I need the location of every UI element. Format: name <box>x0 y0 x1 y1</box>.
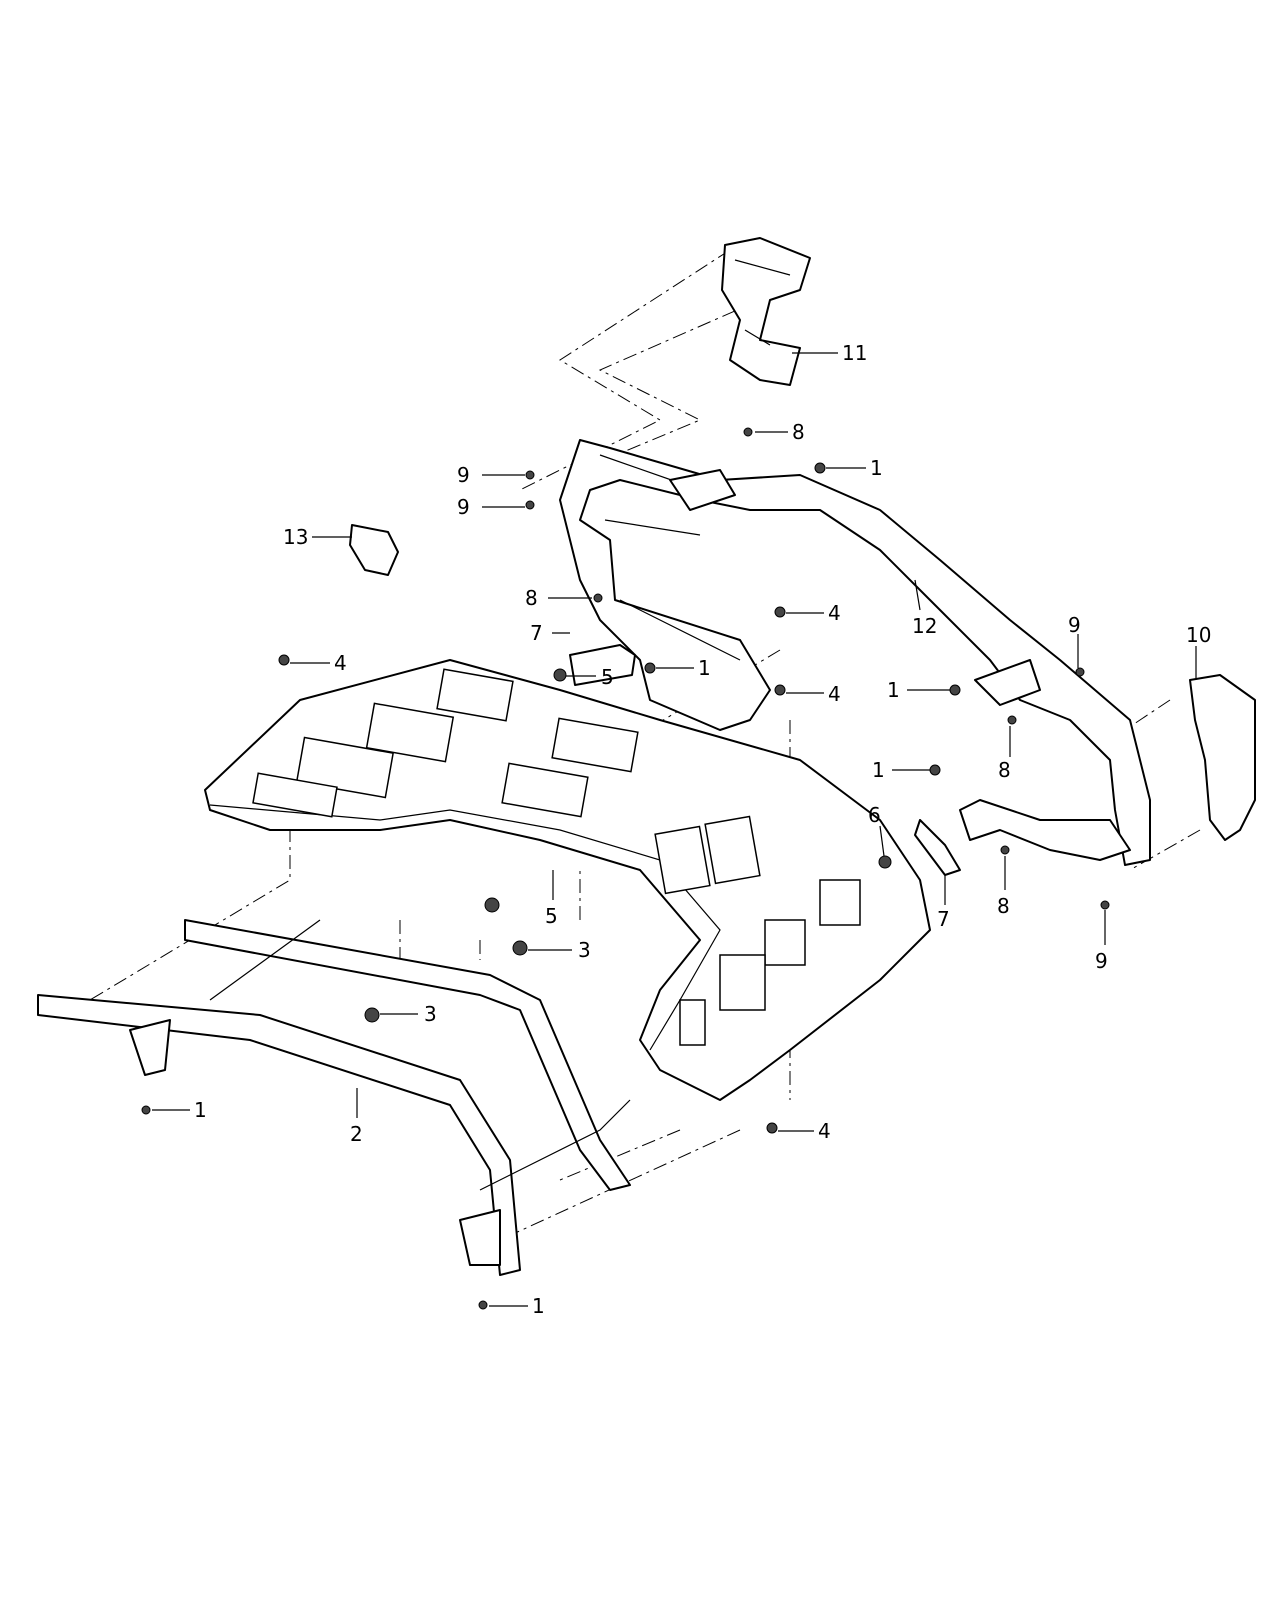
callouts: 11 8 1 9 9 13 12 8 4 7 1 4 5 10 9 4 1 8 … <box>152 341 1211 1318</box>
callout-9: 9 <box>457 463 470 487</box>
part-12-grab-handle <box>559 439 1151 866</box>
callout-1: 1 <box>532 1294 545 1318</box>
callout-8: 8 <box>997 894 1010 918</box>
callout-4: 4 <box>818 1119 831 1143</box>
callout-1: 1 <box>194 1098 207 1122</box>
part-bracket-lower <box>959 799 1131 861</box>
callout-1: 1 <box>872 758 885 782</box>
callout-7: 7 <box>937 907 950 931</box>
callout-9: 9 <box>1068 613 1081 637</box>
callout-2: 2 <box>350 1122 363 1146</box>
part-10-end-cap <box>1189 674 1256 841</box>
part-13-cap <box>349 524 399 576</box>
part-2-frame <box>37 919 631 1276</box>
part-11-bracket <box>721 237 811 386</box>
callout-8: 8 <box>998 758 1011 782</box>
callout-1: 1 <box>870 456 883 480</box>
callout-11: 11 <box>842 341 867 365</box>
callout-1: 1 <box>887 678 900 702</box>
callout-3: 3 <box>578 938 591 962</box>
callout-4: 4 <box>828 682 841 706</box>
callout-4: 4 <box>828 601 841 625</box>
callout-9: 9 <box>457 495 470 519</box>
callout-10: 10 <box>1186 623 1211 647</box>
hardware <box>141 427 1110 1310</box>
callout-9: 9 <box>1095 949 1108 973</box>
callout-1: 1 <box>698 656 711 680</box>
callout-7: 7 <box>530 621 543 645</box>
callout-8: 8 <box>525 586 538 610</box>
callout-13: 13 <box>283 525 308 549</box>
callout-5: 5 <box>601 665 614 689</box>
part-7-pad <box>569 644 961 876</box>
cargo-rack <box>204 659 931 1101</box>
callout-12: 12 <box>912 614 937 638</box>
callout-4: 4 <box>334 651 347 675</box>
callout-3: 3 <box>424 1002 437 1026</box>
callout-5: 5 <box>545 904 558 928</box>
callout-8: 8 <box>792 420 805 444</box>
callout-6: 6 <box>868 803 881 827</box>
